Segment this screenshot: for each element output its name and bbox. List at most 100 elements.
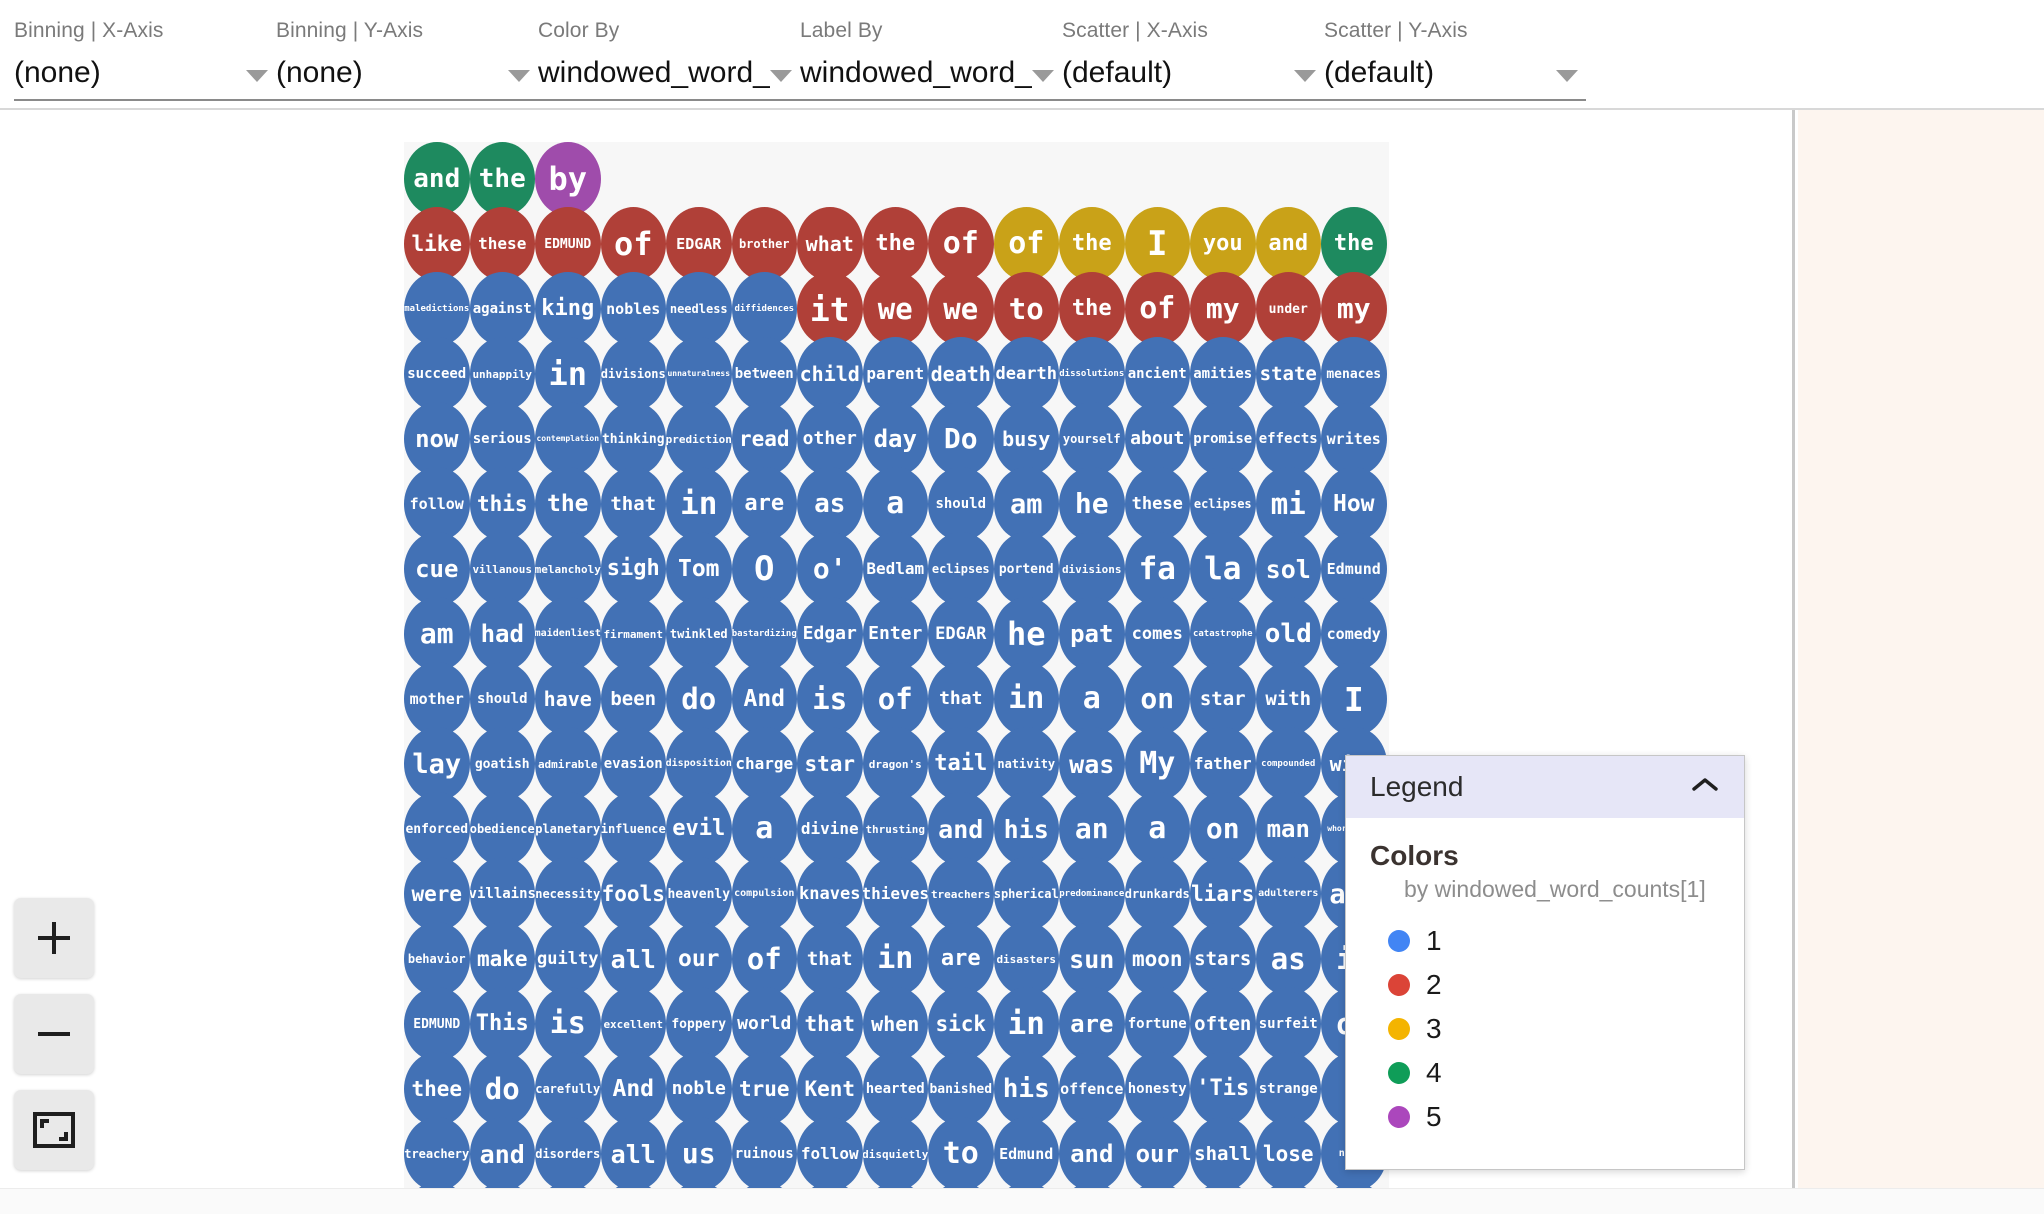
bubble-the[interactable]: the [1321, 207, 1387, 281]
bubble-state[interactable]: state [1255, 337, 1321, 411]
bubble-dearth[interactable]: dearth [993, 337, 1059, 411]
fit-to-screen-button[interactable] [14, 1090, 94, 1170]
chevron-down-icon[interactable] [1294, 70, 1316, 82]
binning-x-axis-select[interactable]: (none) [14, 54, 276, 101]
bubble-we[interactable]: we [928, 272, 994, 346]
bubble-fools[interactable]: fools [600, 857, 666, 931]
bubble-And[interactable]: And [731, 662, 797, 736]
bubble-thee[interactable]: thee [404, 1052, 470, 1126]
bubble-that[interactable]: that [600, 467, 666, 541]
bubble-of[interactable]: of [862, 662, 928, 736]
bubble-contemplation[interactable]: contemplation [535, 402, 601, 476]
bubble-comedy[interactable]: comedy [1321, 597, 1387, 671]
bubble-should[interactable]: should [469, 662, 535, 736]
chevron-down-icon[interactable] [508, 70, 530, 82]
bubble-eclipses[interactable]: eclipses [928, 532, 994, 606]
legend-item[interactable]: 3 [1370, 1007, 1720, 1051]
bubble-And[interactable]: And [600, 1052, 666, 1126]
bubble-disposition[interactable]: disposition [666, 727, 732, 801]
bubble-nativity[interactable]: nativity [993, 727, 1059, 801]
bubble-bastardizing[interactable]: bastardizing [731, 597, 797, 671]
bubble-empty[interactable] [928, 1182, 994, 1188]
bubble-you[interactable]: you [1190, 207, 1256, 281]
legend-header[interactable]: Legend [1346, 756, 1744, 818]
bubble-read[interactable]: read [731, 402, 797, 476]
bubble-villanous[interactable]: villanous [469, 532, 535, 606]
bubble-EDMUND[interactable]: EDMUND [404, 987, 470, 1061]
bubble-sun[interactable]: sun [1059, 922, 1125, 996]
zoom-in-button[interactable] [14, 898, 94, 978]
bubble-liars[interactable]: liars [1190, 857, 1256, 931]
bubble-treachers[interactable]: treachers [928, 857, 994, 931]
bubble-compounded[interactable]: compounded [1255, 727, 1321, 801]
bubble-like[interactable]: like [404, 207, 470, 281]
bubble-mi[interactable]: mi [1255, 467, 1321, 541]
bubble-strange[interactable]: strange [1255, 1052, 1321, 1126]
bubble-disquietly[interactable]: disquietly [862, 1117, 928, 1188]
bubble-obedience[interactable]: obedience [469, 792, 535, 866]
bubble-under[interactable]: under [1255, 272, 1321, 346]
bubble-between[interactable]: between [731, 337, 797, 411]
bubble-influence[interactable]: influence [600, 792, 666, 866]
bubble-predominance[interactable]: predominance [1059, 857, 1125, 931]
bubble-EDMUND[interactable]: EDMUND [535, 207, 601, 281]
bubble-empty[interactable] [1124, 1182, 1190, 1188]
bubble-child[interactable]: child [797, 337, 863, 411]
bubble-that[interactable]: that [797, 987, 863, 1061]
bubble-that[interactable]: that [928, 662, 994, 736]
bubble-have[interactable]: have [535, 662, 601, 736]
bubble-an[interactable]: an [1059, 792, 1125, 866]
bubble-empty[interactable] [469, 1182, 535, 1188]
bubble-my[interactable]: my [1321, 272, 1387, 346]
bubble-EDGAR[interactable]: EDGAR [928, 597, 994, 671]
bubble-our[interactable]: our [666, 922, 732, 996]
bubble-a[interactable]: a [1124, 792, 1190, 866]
bubble-about[interactable]: about [1124, 402, 1190, 476]
bubble-empty[interactable] [1255, 1182, 1321, 1188]
bubble-goatish[interactable]: goatish [469, 727, 535, 801]
bubble-mother[interactable]: mother [404, 662, 470, 736]
bubble-sol[interactable]: sol [1255, 532, 1321, 606]
bubble-melancholy[interactable]: melancholy [535, 532, 601, 606]
bubble-thieves[interactable]: thieves [862, 857, 928, 931]
bubble-yourself[interactable]: yourself [1059, 402, 1125, 476]
bubble-day[interactable]: day [862, 402, 928, 476]
bubble-empty[interactable] [1190, 1182, 1256, 1188]
bubble-all[interactable]: all [600, 922, 666, 996]
scatter-y-axis-select[interactable]: (default) [1324, 54, 1586, 101]
bubble-treachery[interactable]: treachery [404, 1117, 470, 1188]
bubble-Edgar[interactable]: Edgar [797, 597, 863, 671]
bubble-man[interactable]: man [1255, 792, 1321, 866]
bubble-Edmund[interactable]: Edmund [1321, 532, 1387, 606]
bubble-shall[interactable]: shall [1190, 1117, 1256, 1188]
bubble-busy[interactable]: busy [993, 402, 1059, 476]
bubble-This[interactable]: This [469, 987, 535, 1061]
bubble-his[interactable]: his [993, 1052, 1059, 1126]
bubble-empty[interactable] [666, 1182, 732, 1188]
bubble-of[interactable]: of [600, 207, 666, 281]
bubble-sigh[interactable]: sigh [600, 532, 666, 606]
bubble-in[interactable]: in [993, 987, 1059, 1061]
bubble-lay[interactable]: lay [404, 727, 470, 801]
bubble-in[interactable]: in [535, 337, 601, 411]
bubble-was[interactable]: was [1059, 727, 1125, 801]
bubble-O[interactable]: O [731, 532, 797, 606]
bubble-is[interactable]: is [535, 987, 601, 1061]
legend-item[interactable]: 5 [1370, 1095, 1720, 1139]
bubble-behavior[interactable]: behavior [404, 922, 470, 996]
bubble-evil[interactable]: evil [666, 792, 732, 866]
bubble-disorders[interactable]: disorders [535, 1117, 601, 1188]
bubble-all[interactable]: all [600, 1117, 666, 1188]
bubble-eclipses[interactable]: eclipses [1190, 467, 1256, 541]
bubble-it[interactable]: it [797, 272, 863, 346]
bubble-empty[interactable] [404, 1182, 470, 1188]
bubble-king[interactable]: king [535, 272, 601, 346]
bubble-with[interactable]: with [1255, 662, 1321, 736]
bubble-pat[interactable]: pat [1059, 597, 1125, 671]
bubble-a[interactable]: a [862, 467, 928, 541]
bubble-as[interactable]: as [797, 467, 863, 541]
bubble-and[interactable]: and [1059, 1117, 1125, 1188]
bubble-fortune[interactable]: fortune [1124, 987, 1190, 1061]
bubble-and[interactable]: and [404, 142, 470, 216]
